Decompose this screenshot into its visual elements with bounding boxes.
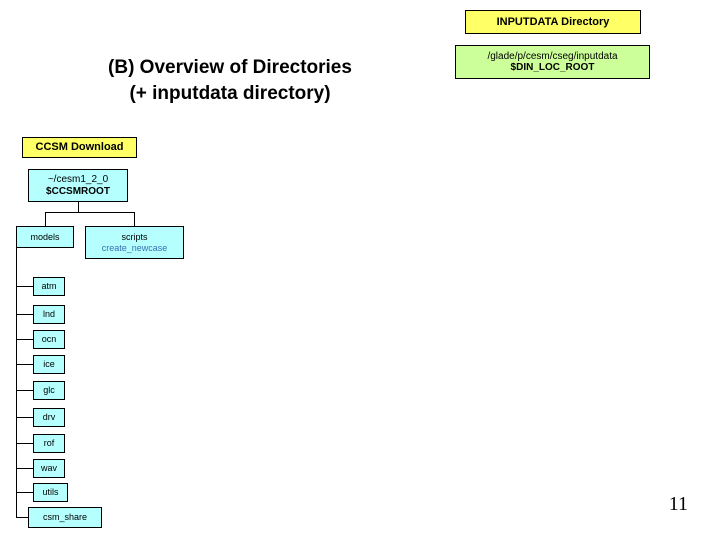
component-label-utils: utils <box>42 487 59 498</box>
component-label-wav: wav <box>40 463 57 474</box>
connector-branch-wav <box>16 468 33 469</box>
ccsm-download-header: CCSM Download <box>22 137 137 158</box>
inputdata-directory-header: INPUTDATA Directory <box>465 10 641 34</box>
connector-branch-glc <box>16 390 33 391</box>
connector-branch-csm-share <box>16 517 28 518</box>
component-label-rof: rof <box>43 438 55 449</box>
ccsmroot-env-var-text: $CCSMROOT <box>46 185 110 197</box>
connector-to-models <box>45 212 46 226</box>
connector-to-scripts <box>134 212 135 226</box>
component-box-lnd: lnd <box>33 305 65 324</box>
component-box-atm: atm <box>33 277 65 296</box>
connector-branch-ice <box>16 364 33 365</box>
ccsmroot-box: ~/cesm1_2_0 $CCSMROOT <box>28 169 128 202</box>
title-line-2: (+ inputdata directory) <box>129 82 331 104</box>
connector-ccsmroot-down <box>78 202 79 212</box>
component-box-utils: utils <box>33 483 68 502</box>
inputdata-directory-header-label: INPUTDATA Directory <box>496 15 610 28</box>
component-box-ocn: ocn <box>33 330 65 349</box>
ccsm-download-header-label: CCSM Download <box>35 141 124 154</box>
component-label-lnd: lnd <box>42 309 55 320</box>
connector-split-horizontal <box>45 212 135 213</box>
title-line-1: (B) Overview of Directories <box>108 57 352 78</box>
connector-branch-drv <box>16 417 33 418</box>
connector-branch-atm <box>16 286 33 287</box>
inputdata-path-text: /glade/p/cesm/cseg/inputdata <box>487 50 618 62</box>
ccsmroot-path-text: ~/cesm1_2_0 <box>47 174 109 185</box>
component-box-rof: rof <box>33 434 65 453</box>
connector-branch-lnd <box>16 314 33 315</box>
connector-branch-rof <box>16 443 33 444</box>
connector-models-trunk <box>16 248 17 518</box>
component-box-ice: ice <box>33 355 65 374</box>
create-newcase-label: create_newcase <box>101 242 168 253</box>
scripts-box: scripts create_newcase <box>85 226 184 259</box>
models-label: models <box>30 231 60 242</box>
connector-branch-utils <box>16 492 33 493</box>
component-label-glc: glc <box>43 385 55 396</box>
connector-branch-ocn <box>16 339 33 340</box>
component-label-csm-share: csm_share <box>42 512 87 523</box>
component-label-ice: ice <box>43 359 55 370</box>
component-box-wav: wav <box>33 459 65 478</box>
component-box-csm-share: csm_share <box>28 507 102 528</box>
component-label-atm: atm <box>41 281 57 292</box>
inputdata-env-var-text: $DIN_LOC_ROOT <box>510 62 595 73</box>
scripts-label: scripts <box>121 232 148 243</box>
component-box-glc: glc <box>33 381 65 400</box>
component-label-drv: drv <box>42 412 56 423</box>
inputdata-path-box: /glade/p/cesm/cseg/inputdata $DIN_LOC_RO… <box>455 45 650 79</box>
component-box-drv: drv <box>33 408 65 427</box>
page-number: 11 <box>668 493 688 515</box>
page-title: (B) Overview of Directories (+ inputdata… <box>30 55 430 106</box>
models-box: models <box>16 226 74 248</box>
component-label-ocn: ocn <box>41 334 57 345</box>
